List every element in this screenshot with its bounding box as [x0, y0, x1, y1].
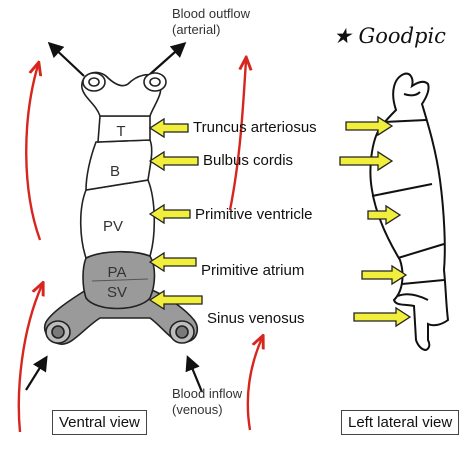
label-sinus-venosus: Sinus venosus — [207, 310, 305, 327]
segment-b-label: B — [109, 163, 120, 180]
outflow-line-2: (arterial) — [172, 22, 221, 37]
primitive-ventricle-chamber — [79, 179, 156, 260]
red-annotation-arrow-bottom-right — [246, 338, 262, 431]
label-arrows — [148, 115, 412, 328]
ventricle-arrow-left — [148, 203, 191, 225]
outflow-arrow-left — [47, 41, 85, 77]
red-annotation-arrow-top-right — [228, 60, 246, 211]
ventricle-arrow-right — [367, 204, 402, 226]
bulbus-arrow-left — [148, 150, 199, 172]
outflow-line-1: Blood outflow — [172, 6, 251, 21]
truncus-arrow-left — [148, 117, 189, 139]
bulbus-arrow-right — [339, 150, 394, 172]
lateral-truncus-line — [383, 119, 427, 123]
inflow-line-1: Blood inflow — [172, 386, 243, 401]
segment-sv-label: SV — [106, 284, 127, 301]
inflow-arrow-right — [185, 355, 204, 393]
outflow-label: Blood outflow (arterial) — [172, 6, 250, 38]
label-primitive-ventricle: Primitive ventricle — [195, 206, 313, 223]
segment-pv-label: PV — [102, 218, 123, 235]
inflow-arrow-left — [25, 355, 48, 391]
bulbus-cordis-chamber — [85, 139, 153, 191]
atrium-arrow-left — [148, 251, 197, 273]
outflow-arrow-right — [147, 41, 187, 77]
label-bulbus-cordis: Bulbus cordis — [203, 152, 294, 169]
lateral-atrium-line — [401, 279, 445, 285]
truncus-arrow-right — [345, 115, 394, 137]
red-annotation-arrow-bottom-left — [17, 285, 42, 433]
atrium-arrow-right — [361, 264, 408, 286]
sinus-arrow-right — [353, 306, 412, 328]
label-primitive-atrium: Primitive atrium — [201, 262, 305, 279]
inflow-label: Blood inflow (venous) — [172, 386, 242, 418]
segment-pa-label: PA — [107, 264, 127, 281]
lateral-ventricle-line — [397, 243, 445, 259]
lateral-heart-tube — [369, 72, 450, 352]
ventral-view-caption: Ventral view — [52, 410, 147, 435]
ventral-heart-tube — [44, 71, 199, 345]
sinus-arrow-left — [148, 289, 203, 311]
segment-t-label: T — [116, 123, 126, 140]
lateral-bulbus-line — [371, 183, 433, 197]
red-annotation-arrow-top-left — [25, 65, 40, 241]
lateral-view-caption: Left lateral view — [341, 410, 460, 435]
label-truncus-arteriosus: Truncus arteriosus — [193, 119, 317, 136]
handwritten-note: ★ Goodpic — [333, 24, 446, 48]
inflow-line-2: (venous) — [172, 402, 223, 417]
lateral-outline — [369, 72, 450, 352]
